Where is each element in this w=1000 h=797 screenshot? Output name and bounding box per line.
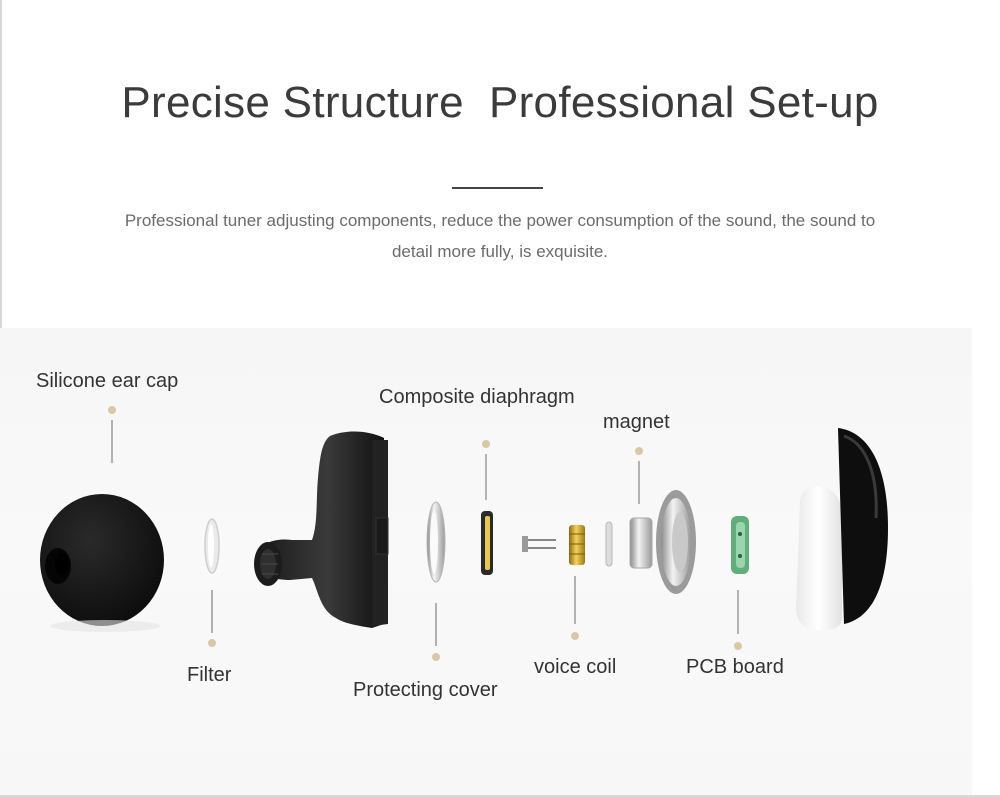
protecting-cover-graphic: [426, 501, 446, 583]
diaphragm-graphic: [481, 511, 493, 575]
label-magnet: magnet: [603, 411, 670, 433]
magnet-graphic: [629, 490, 696, 594]
leader-dot-voice-coil: [571, 632, 579, 640]
frame-bottom-border: [0, 795, 1000, 797]
ear-cap-graphic: [40, 494, 164, 632]
leader-lines: [108, 406, 742, 661]
label-pcb-board: PCB board: [686, 656, 784, 678]
front-shell-graphic: [254, 431, 389, 628]
label-silicone-ear-cap: Silicone ear cap: [36, 370, 179, 392]
label-protecting-cover: Protecting cover: [353, 679, 498, 701]
leader-dot-ear-cap: [108, 406, 116, 414]
pcb-board-graphic: [731, 516, 749, 574]
page-subtitle: Professional tuner adjusting components,…: [124, 211, 876, 261]
leader-dot-diaphragm: [482, 440, 490, 448]
filter-graphic: [204, 518, 220, 574]
leader-dot-filter: [208, 639, 216, 647]
page-title: Precise Structure Professional Set-up: [121, 78, 879, 127]
label-composite-diaphragm: Composite diaphragm: [379, 386, 575, 408]
back-shell-graphic: [796, 428, 888, 631]
leader-dot-pcb: [734, 642, 742, 650]
leader-dot-magnet: [635, 447, 643, 455]
leader-dot-protecting-cover: [432, 653, 440, 661]
voice-coil-graphic: [569, 521, 613, 567]
diagram-graphics: [40, 406, 888, 661]
label-filter: Filter: [187, 664, 232, 686]
terminal-pin-graphic: [522, 536, 556, 552]
label-voice-coil: voice coil: [534, 656, 617, 678]
title-divider: [452, 187, 543, 189]
exploded-diagram: Silicone ear cap Filter Protecting cover…: [0, 328, 972, 796]
